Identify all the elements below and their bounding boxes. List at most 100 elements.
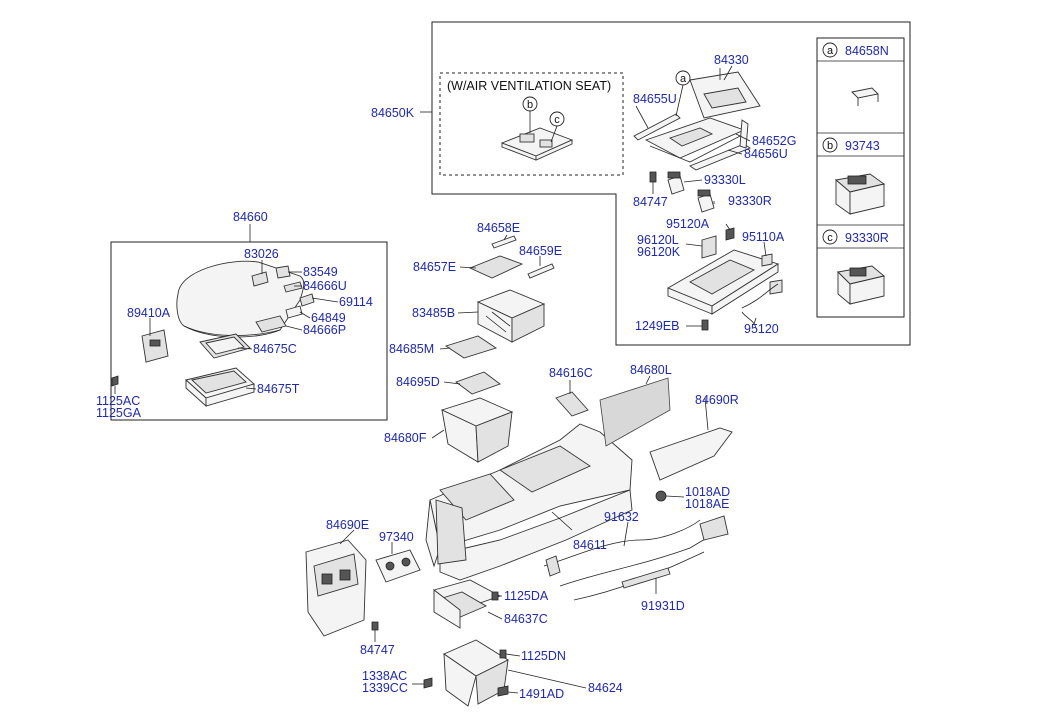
switch-93330L: [667, 171, 685, 195]
trim-strip-84656U: [689, 119, 751, 171]
label-1125AC: 1125AC: [96, 394, 140, 408]
label-95120: 95120: [744, 322, 779, 336]
label-91931D: 91931D: [641, 599, 685, 613]
mat-84685M: [444, 335, 498, 359]
label-1018AE: 1018AE: [685, 497, 729, 511]
bin-84680F: [440, 397, 514, 463]
harness-95120: [741, 283, 779, 329]
label-84747-bottom: 84747: [360, 643, 395, 657]
label-69114: 69114: [339, 295, 373, 309]
harness-91632: [543, 515, 729, 601]
screw-1125DA: [491, 591, 499, 601]
armrest-group-frame: [110, 241, 388, 421]
label-84747-top: 84747: [633, 195, 668, 209]
bracket-84624: [443, 639, 509, 707]
label-84658E: 84658E: [477, 221, 520, 235]
legend-part-84658N: 84658N: [845, 44, 889, 58]
callout-letter-b: b: [527, 99, 533, 111]
label-83026: 83026: [244, 247, 279, 261]
legend-part-93743: 93743: [845, 139, 880, 153]
connector-95120A: [725, 227, 735, 241]
inset-plate: [500, 127, 574, 161]
label-84650K: 84650K: [371, 106, 415, 120]
legend-letter-a: a: [827, 45, 834, 57]
label-93330R: 93330R: [728, 194, 772, 208]
legend-letter-b: b: [827, 140, 833, 152]
label-84685M: 84685M: [389, 342, 434, 356]
legend-letter-c: c: [827, 232, 833, 244]
label-84616C: 84616C: [549, 366, 593, 380]
part-labels: 84330 84655U 84650K 84652G 84656U 93330L…: [96, 53, 796, 701]
callout-letter-a: a: [680, 73, 687, 85]
nut-1338AC: [423, 677, 433, 689]
harness-91931D: [621, 567, 671, 589]
connector-96120L: [701, 235, 717, 259]
label-1018AD: 1018AD: [685, 485, 730, 499]
label-1125DA: 1125DA: [504, 589, 549, 603]
mat-84695D: [455, 371, 501, 395]
label-84624: 84624: [588, 681, 623, 695]
leader-lines: [114, 65, 767, 694]
label-83485B: 83485B: [412, 306, 455, 320]
label-1249EB: 1249EB: [635, 319, 679, 333]
label-84690E: 84690E: [326, 518, 369, 532]
label-84637C: 84637C: [504, 612, 548, 626]
switch-93330R: [697, 189, 715, 213]
label-97340: 97340: [379, 530, 414, 544]
bracket-84637C: [433, 579, 502, 629]
bolt-1249EB: [701, 319, 709, 331]
label-84675T: 84675T: [257, 382, 300, 396]
legend-table: [816, 37, 905, 318]
cupholder-83485B: [476, 289, 546, 343]
strip-84659E: [527, 263, 555, 279]
label-84695D: 84695D: [396, 375, 440, 389]
label-84666U: 84666U: [303, 279, 347, 293]
bracket-84616C: [555, 391, 589, 417]
label-84680L: 84680L: [630, 363, 672, 377]
label-96120L: 96120L: [637, 233, 679, 247]
label-95120A: 95120A: [666, 217, 710, 231]
side-cover-84690R: [649, 427, 733, 481]
screw-84747-upper: [649, 171, 657, 183]
frame-84657E: [468, 255, 524, 279]
label-84655U: 84655U: [633, 92, 677, 106]
label-84666P: 84666P: [303, 323, 346, 337]
label-1338AC: 1338AC: [362, 669, 407, 683]
label-1339CC: 1339CC: [362, 681, 408, 695]
inset-title: (W/AIR VENTILATION SEAT): [447, 79, 611, 93]
label-1125GA: 1125GA: [96, 406, 142, 420]
callout-a-upper: a: [675, 70, 691, 117]
label-84657E: 84657E: [413, 260, 456, 274]
bracket-lower-upper: [666, 249, 780, 315]
inset-ventilation-frame: [439, 72, 624, 176]
control-97340: [375, 549, 421, 583]
hinge-84666P: [255, 305, 303, 333]
clip-1018AD: [655, 490, 667, 502]
label-96120K: 96120K: [637, 245, 681, 259]
label-83549: 83549: [303, 265, 338, 279]
label-84690R: 84690R: [695, 393, 739, 407]
tray-84675T: [185, 367, 255, 408]
label-93330L: 93330L: [704, 173, 746, 187]
label-84611: 84611: [573, 538, 607, 552]
clip-1491AD: [497, 685, 509, 697]
label-1491AD: 1491AD: [519, 687, 564, 701]
label-64849: 64849: [311, 311, 346, 325]
console-body-84611: [425, 423, 633, 581]
label-95110A: 95110A: [742, 230, 785, 244]
legend-row-b: b 93743: [822, 137, 886, 215]
label-84652G: 84652G: [752, 134, 796, 148]
strip-84658E: [491, 235, 517, 249]
screw-1125AC: [111, 375, 119, 387]
upper-group-frame: [420, 21, 911, 346]
legend-row-a: a 84658N: [822, 42, 889, 106]
side-panel-84680L: [599, 377, 671, 447]
callout-c-inset: c: [549, 111, 565, 143]
legend-row-c: c 93330R: [822, 229, 889, 305]
trim-panel-84330: [689, 68, 761, 119]
trim-strip-84655U: [633, 113, 681, 141]
label-84660: 84660: [233, 210, 268, 224]
screw-1125DN: [499, 649, 507, 659]
label-84330: 84330: [714, 53, 749, 67]
